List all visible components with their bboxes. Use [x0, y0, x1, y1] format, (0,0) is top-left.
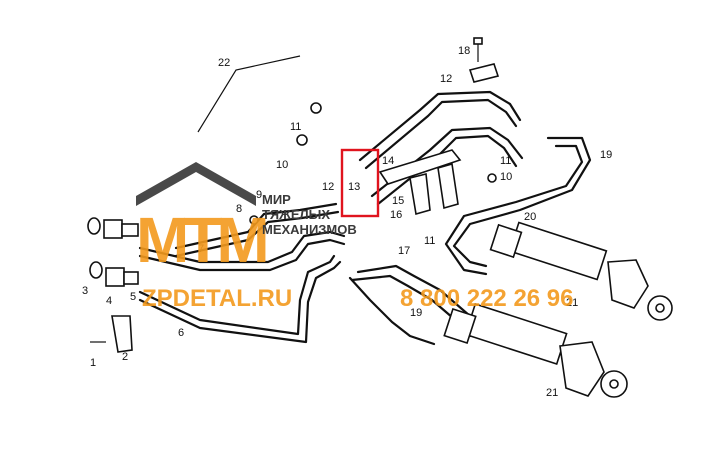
callout-22: 22 — [218, 57, 230, 69]
callout-6: 6 — [178, 327, 184, 339]
callout-9: 9 — [256, 189, 262, 201]
callout-15: 15 — [392, 195, 404, 207]
callout-18: 18 — [458, 45, 470, 57]
callout-4: 4 — [106, 295, 112, 307]
callout-12a: 12 — [440, 73, 452, 85]
callout-16: 16 — [390, 209, 402, 221]
callout-10b: 10 — [500, 171, 512, 183]
brand-name-line1: МИР — [262, 192, 291, 207]
callout-19a: 19 — [600, 149, 612, 161]
callout-2: 2 — [122, 351, 128, 363]
bolt-group-top — [468, 37, 500, 183]
callout-8: 8 — [236, 203, 242, 215]
hose-group-left — [138, 202, 346, 344]
callout-11a: 11 — [290, 121, 301, 133]
cylinder-lower — [443, 302, 628, 398]
brand-name-line2: ТЯЖЕЛЫХ — [262, 207, 330, 222]
cylinder-upper — [489, 221, 673, 321]
logo-roof — [136, 162, 256, 206]
callout-21b: 21 — [546, 387, 558, 399]
logo-letters: MTM — [136, 204, 266, 276]
brand-name-line3: МЕХАНИЗМОВ — [262, 222, 357, 237]
watermark: MTM МИР ТЯЖЕЛЫХ МЕХАНИЗМОВ ZPDETAL.RU 8 … — [136, 162, 574, 312]
bracket-group — [378, 149, 462, 216]
callout-12b: 12 — [322, 181, 334, 193]
callout-20: 20 — [524, 211, 536, 223]
fitting-group-left — [87, 102, 322, 353]
callout-13: 13 — [348, 181, 360, 193]
callout-5: 5 — [130, 291, 136, 303]
callout-10a: 10 — [276, 159, 288, 171]
callout-17: 17 — [398, 245, 410, 257]
callout-3: 3 — [82, 285, 88, 297]
callout-1: 1 — [90, 357, 96, 369]
highlight-box-13 — [340, 148, 380, 218]
callout-14: 14 — [382, 155, 394, 167]
callout-11c: 11 — [424, 235, 435, 247]
site-url: ZPDETAL.RU — [142, 285, 292, 312]
callout-7: 7 — [198, 243, 204, 255]
callout-labels: 1 2 3 4 5 6 7 8 9 10 10 11 11 11 12 12 1… — [82, 45, 612, 399]
callout-11b: 11 — [500, 155, 511, 167]
leader-22 — [197, 55, 301, 133]
phone-number: 8 800 222 26 96 — [400, 285, 574, 312]
callout-21a: 21 — [566, 297, 578, 309]
callout-19b: 19 — [410, 307, 422, 319]
